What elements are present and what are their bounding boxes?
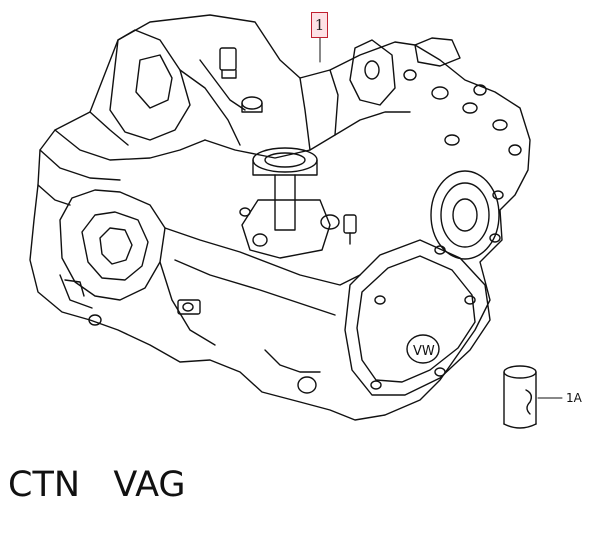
svg-text:VW: VW bbox=[413, 344, 435, 359]
diagram-caption: CTN VAG bbox=[8, 465, 186, 505]
part-callout-1[interactable]: 1 bbox=[311, 12, 328, 38]
transmission-housing: VW bbox=[29, 14, 531, 421]
oil-can-part-1a bbox=[503, 365, 563, 429]
part-callout-1a[interactable]: 1A bbox=[566, 391, 582, 405]
